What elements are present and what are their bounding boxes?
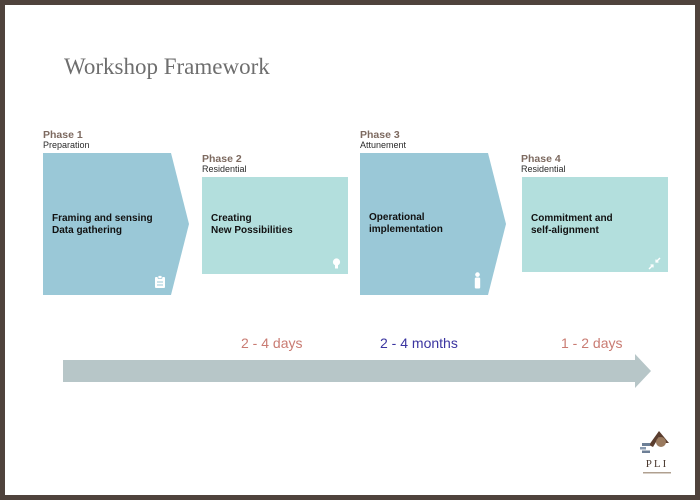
phase-1-number: Phase 1: [43, 129, 83, 141]
phase-3-box: [360, 153, 506, 295]
clipboard-icon: [155, 275, 165, 288]
phase-3-text: Operational implementation: [369, 212, 443, 235]
phase-4-number: Phase 4: [521, 153, 561, 165]
phase-1-text: Framing and sensing Data gathering: [52, 213, 153, 236]
phase-2-text: Creating New Possibilities: [211, 213, 293, 236]
phase-4-box: [522, 177, 668, 272]
pli-logo-text: PLI: [646, 458, 669, 470]
slide: Workshop Framework Phase 1 Preparation F…: [5, 5, 695, 495]
duration-phase-4: 1 - 2 days: [561, 335, 623, 351]
slide-title: Workshop Framework: [64, 54, 270, 79]
pli-logo: PLI: [637, 427, 677, 477]
pli-logo-mark: PLI: [640, 431, 671, 474]
phase-1-label: Phase 1 Preparation: [43, 129, 90, 151]
phase-3-label: Phase 3 Attunement: [360, 129, 407, 151]
phase-3-number: Phase 3: [360, 129, 400, 141]
phase-1-subtitle: Preparation: [43, 140, 90, 151]
phase-4-label: Phase 4 Residential: [521, 153, 566, 175]
phase-4-subtitle: Residential: [521, 164, 566, 175]
timeline-arrow: [63, 354, 651, 388]
converge-arrows-icon: [648, 257, 661, 270]
phase-2-number: Phase 2: [202, 153, 242, 165]
phase-3-subtitle: Attunement: [360, 140, 407, 151]
duration-phase-3: 2 - 4 months: [380, 335, 458, 351]
phase-1-box: [43, 153, 189, 295]
phase-2-label: Phase 2 Residential: [202, 153, 247, 175]
person-icon: [474, 272, 481, 289]
phase-2-box: [202, 177, 348, 274]
lightbulb-icon: [332, 258, 341, 269]
duration-phase-2: 2 - 4 days: [241, 335, 303, 351]
phase-4-text: Commitment and self-alignment: [531, 213, 613, 236]
phase-2-subtitle: Residential: [202, 164, 247, 175]
